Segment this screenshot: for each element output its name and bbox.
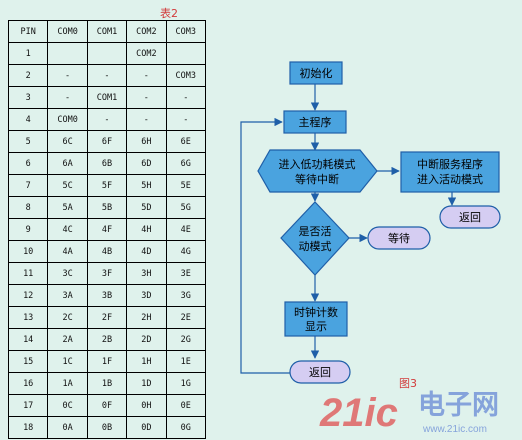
segment-cell: 0D: [126, 416, 167, 439]
watermark-logo: 21ic 电子网 www.21ic.com: [319, 390, 499, 435]
figure-caption: 图3: [399, 377, 417, 390]
arrow-loop-back-to-main: [240, 117, 290, 374]
table-caption: 表2: [160, 7, 178, 20]
init-box: [289, 61, 343, 85]
low-power-label-line2: 等待中断: [295, 172, 339, 186]
wait-label: 等待: [388, 231, 410, 245]
isr-return-label: 返回: [459, 211, 481, 224]
isr-label-line1: 中断服务程序: [417, 157, 483, 171]
decision-label-line1: 是否活: [299, 225, 332, 238]
decision-label-line2: 动模式: [299, 240, 332, 253]
table-row: 3-COM1--: [7, 86, 207, 109]
main-program-label: 主程序: [299, 115, 332, 129]
init-label: 初始化: [300, 66, 333, 80]
isr-return-terminal: [439, 205, 501, 229]
segment-cell: -: [165, 108, 207, 131]
segment-cell: 0G: [165, 416, 207, 439]
return-terminal: [289, 360, 351, 384]
flow-connectors: [240, 84, 457, 374]
clock-display-box: [284, 301, 348, 337]
active-mode-decision: [280, 201, 350, 276]
wait-terminal: [367, 226, 431, 250]
return-label: 返回: [309, 366, 331, 379]
watermark-brand: 21ic: [319, 391, 398, 435]
watermark-url: www.21ic.com: [422, 424, 487, 435]
clock-label-line1: 时钟计数: [294, 305, 338, 319]
main-program-box: [283, 110, 347, 134]
isr-label-line2: 进入活动模式: [417, 173, 483, 186]
watermark-cn: 电子网: [418, 390, 499, 421]
segment-cell: 2G: [165, 328, 207, 351]
low-power-label-line1: 进入低功耗模式: [279, 158, 356, 171]
clock-label-line2: 显示: [305, 320, 327, 333]
isr-box: [400, 151, 500, 193]
low-power-box: [257, 149, 378, 193]
